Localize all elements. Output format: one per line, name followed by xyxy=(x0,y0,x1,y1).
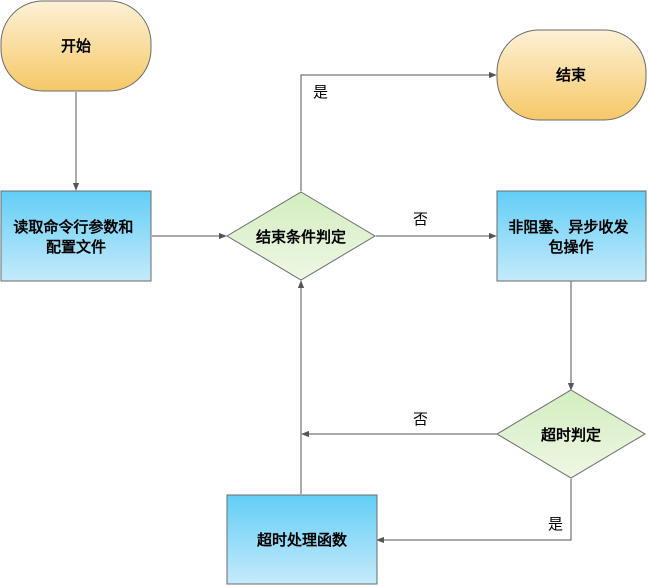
node-end-check-label: 结束条件判定 xyxy=(256,228,346,246)
edge-label-timeout-check-no: 否 xyxy=(413,410,428,428)
connectors xyxy=(72,71,575,544)
node-read-args-line-2: 配置文件 xyxy=(46,238,106,256)
node-timeout-check-label: 超时判定 xyxy=(540,426,601,444)
node-start: 开始 xyxy=(0,0,152,92)
node-end: 结束 xyxy=(496,29,647,121)
node-start-label: 开始 xyxy=(61,37,91,55)
edge-label-timeout-check-yes: 是 xyxy=(548,515,563,533)
node-read-args-line-1: 读取命令行参数和 xyxy=(13,218,133,236)
node-nonblocking-io-line-1: 非阻塞、异步收发 xyxy=(508,218,629,236)
node-nonblocking-io-label: 非阻塞、异步收发 包操作 xyxy=(508,218,633,256)
node-read-args-label: 读取命令行参数和 配置文件 xyxy=(13,218,138,256)
node-read-args: 读取命令行参数和 配置文件 xyxy=(0,190,152,282)
edge-timeout-check-yes-to-handler xyxy=(376,479,572,544)
edge-label-end-check-no: 否 xyxy=(413,210,428,228)
node-timeout-handler: 超时处理函数 xyxy=(226,494,378,585)
edge-label-end-check-yes: 是 xyxy=(313,83,328,101)
node-nonblocking-io: 非阻塞、异步收发 包操作 xyxy=(496,190,647,282)
node-end-label: 结束 xyxy=(556,66,587,84)
node-timeout-check: 超时判定 xyxy=(496,389,646,479)
node-timeout-handler-label: 超时处理函数 xyxy=(256,531,348,549)
node-end-check: 结束条件判定 xyxy=(226,191,376,281)
edge-end-check-yes-to-end xyxy=(300,71,497,191)
node-nonblocking-io-line-2: 包操作 xyxy=(548,238,593,256)
